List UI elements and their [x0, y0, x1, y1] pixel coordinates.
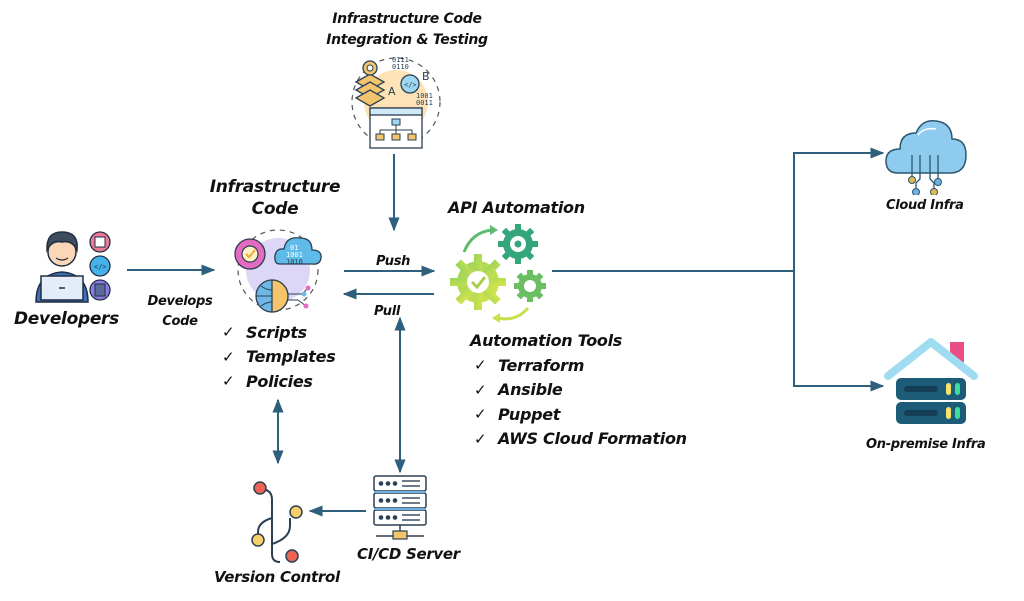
automation-tools-title: Automation Tools: [470, 331, 623, 350]
api-automation-title: API Automation: [448, 198, 585, 217]
infra-code-item-label: Scripts: [246, 322, 307, 342]
infra-code-item: ✓ Scripts: [222, 320, 335, 345]
integration-testing-title-line2: Integration & Testing: [326, 32, 488, 48]
svg-text:1010: 1010: [286, 258, 303, 266]
integration-testing-icon: 0111 0110 </> B A 1001 0011: [351, 56, 441, 149]
check-icon: ✓: [474, 405, 487, 424]
gears-automation-icon: [450, 224, 546, 323]
infra-code-title: Infrastructure Code: [205, 176, 345, 220]
cloud-infra-label: Cloud Infra: [886, 198, 964, 213]
check-icon: ✓: [222, 372, 235, 391]
version-control-label: Version Control: [214, 568, 340, 586]
push-label: Push: [376, 254, 411, 269]
integration-testing-title-line1: Infrastructure Code: [332, 11, 482, 27]
automation-tool-label: Terraform: [498, 355, 585, 375]
automation-tool-label: Ansible: [498, 380, 563, 400]
git-branch-icon: [251, 481, 303, 563]
cloud-icon: [885, 120, 967, 195]
svg-text:01: 01: [290, 244, 298, 252]
letter-a: A: [388, 85, 396, 98]
infrastructure-code-icon: 01 1001 1010: [234, 229, 322, 313]
arrow-branch-to-onprem: [793, 271, 885, 392]
server-rack-icon: [373, 475, 427, 540]
house-server-icon: [884, 338, 978, 424]
automation-tool-item: ✓ Terraform: [474, 353, 687, 378]
automation-tool-item: ✓ Puppet: [474, 402, 687, 427]
infra-code-items-list: ✓ Scripts ✓ Templates ✓ Policies: [222, 320, 336, 394]
develops-code-label: Develops Code: [140, 292, 220, 332]
check-icon: ✓: [222, 347, 235, 366]
develops-code-line1: Develops: [147, 294, 213, 309]
automation-tools-list: ✓ Terraform ✓ Ansible ✓ Puppet ✓ AWS Cloud F…: [474, 353, 687, 451]
automation-tool-label: AWS Cloud Formation: [498, 429, 687, 449]
svg-text:</>: </>: [94, 263, 107, 271]
infra-code-item: ✓ Templates: [222, 345, 336, 370]
svg-text:</>: </>: [404, 81, 417, 89]
check-icon: ✓: [474, 380, 487, 399]
pull-label: Pull: [374, 304, 401, 319]
check-icon: ✓: [474, 429, 487, 448]
infra-code-item: ✓ Policies: [222, 369, 335, 394]
developers-label: Developers: [14, 309, 119, 329]
svg-text:1001: 1001: [286, 251, 303, 259]
automation-tool-label: Puppet: [498, 404, 561, 424]
cicd-server-label: CI/CD Server: [357, 545, 460, 563]
check-icon: ✓: [222, 323, 235, 342]
automation-tool-item: ✓ Ansible: [474, 378, 687, 403]
onprem-infra-label: On-premise Infra: [866, 437, 986, 452]
check-icon: ✓: [474, 356, 487, 375]
letter-b: B: [422, 70, 430, 83]
integration-testing-title: Infrastructure Code Integration & Testin…: [322, 9, 492, 51]
binary-text-1001: 1001: [416, 92, 433, 100]
infra-code-title-line1: Infrastructure: [209, 177, 341, 197]
developer-laptop-icon: </>: [35, 231, 111, 303]
binary-text-0111: 0111: [392, 56, 409, 64]
binary-text-0011: 0011: [416, 99, 433, 107]
binary-text-0110: 0110: [392, 63, 409, 71]
infra-code-item-label: Policies: [246, 371, 313, 391]
develops-code-line2: Code: [162, 314, 198, 329]
infra-code-title-line2: Code: [251, 199, 299, 219]
infra-code-item-label: Templates: [246, 347, 336, 367]
automation-tool-item: ✓ AWS Cloud Formation: [474, 427, 687, 452]
arrow-branch-to-cloud: [793, 147, 885, 271]
